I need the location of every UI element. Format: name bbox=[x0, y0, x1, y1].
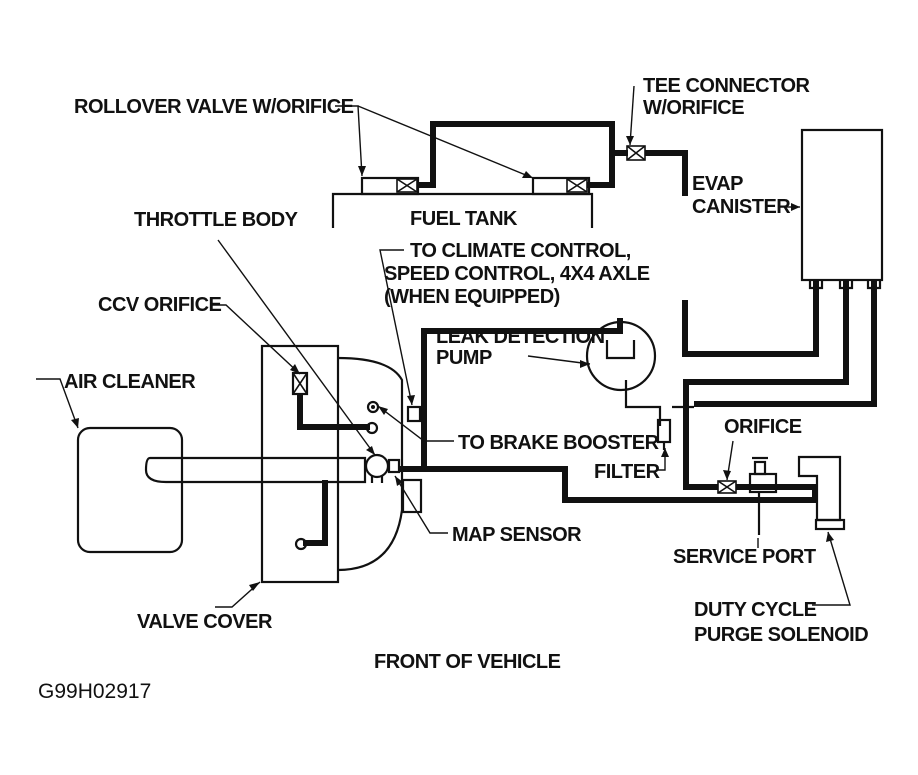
label-brake-booster: TO BRAKE BOOSTER bbox=[458, 432, 660, 454]
fuel-tank bbox=[331, 176, 594, 228]
service-port bbox=[748, 456, 778, 535]
label-service-port: SERVICE PORT bbox=[673, 546, 816, 568]
label-filter: FILTER bbox=[594, 461, 661, 483]
labels: ROLLOVER VALVE W/ORIFICE TEE CONNECTOR W… bbox=[38, 75, 869, 703]
label-map-sensor: MAP SENSOR bbox=[452, 524, 582, 546]
valve-cover bbox=[260, 344, 404, 584]
orifice-valve bbox=[717, 480, 737, 494]
arrowheads bbox=[71, 136, 834, 591]
leak-detection-pump bbox=[585, 318, 657, 392]
air-cleaner bbox=[76, 426, 184, 554]
label-fuel-tank: FUEL TANK bbox=[410, 208, 518, 230]
label-throttle-body: THROTTLE BODY bbox=[134, 209, 299, 231]
ccv-orifice bbox=[291, 371, 309, 396]
tee-connector bbox=[626, 145, 646, 161]
label-orifice: ORIFICE bbox=[724, 416, 802, 438]
figure-code: G99H02917 bbox=[38, 680, 151, 703]
label-evap: EVAP bbox=[692, 173, 743, 195]
label-canister: CANISTER bbox=[692, 196, 791, 218]
label-leak-detection: LEAK DETECTION bbox=[436, 326, 605, 348]
label-valve-cover: VALVE COVER bbox=[137, 611, 273, 633]
brake-booster-port bbox=[366, 400, 380, 414]
intake-tube bbox=[144, 456, 367, 484]
label-when-equipped: (WHEN EQUIPPED) bbox=[384, 286, 560, 308]
label-speed-control: SPEED CONTROL, 4X4 AXLE bbox=[384, 263, 650, 285]
duty-cycle-purge-solenoid bbox=[797, 455, 846, 531]
label-rollover-valve: ROLLOVER VALVE W/ORIFICE bbox=[74, 96, 354, 118]
rollover-valve-left bbox=[396, 178, 418, 193]
engine-vacuum-port bbox=[365, 421, 379, 435]
label-pump: PUMP bbox=[436, 347, 492, 369]
label-tee-orifice: W/ORIFICE bbox=[643, 97, 744, 119]
climate-control-port bbox=[406, 405, 422, 423]
label-purge-solenoid: PURGE SOLENOID bbox=[694, 624, 868, 646]
evap-canister bbox=[800, 128, 884, 290]
lower-port bbox=[294, 537, 308, 551]
label-air-cleaner: AIR CLEANER bbox=[64, 371, 196, 393]
label-ccv-orifice: CCV ORIFICE bbox=[98, 294, 222, 316]
throttle-body bbox=[364, 453, 401, 483]
rollover-valve-right bbox=[566, 178, 588, 193]
label-tee-connector: TEE CONNECTOR bbox=[643, 75, 811, 97]
map-sensor bbox=[401, 478, 423, 514]
filter bbox=[656, 418, 672, 450]
label-duty-cycle: DUTY CYCLE bbox=[694, 599, 817, 621]
label-climate-control: TO CLIMATE CONTROL, bbox=[410, 240, 631, 262]
leader-lines bbox=[36, 85, 851, 608]
label-front-of-vehicle: FRONT OF VEHICLE bbox=[374, 651, 561, 673]
